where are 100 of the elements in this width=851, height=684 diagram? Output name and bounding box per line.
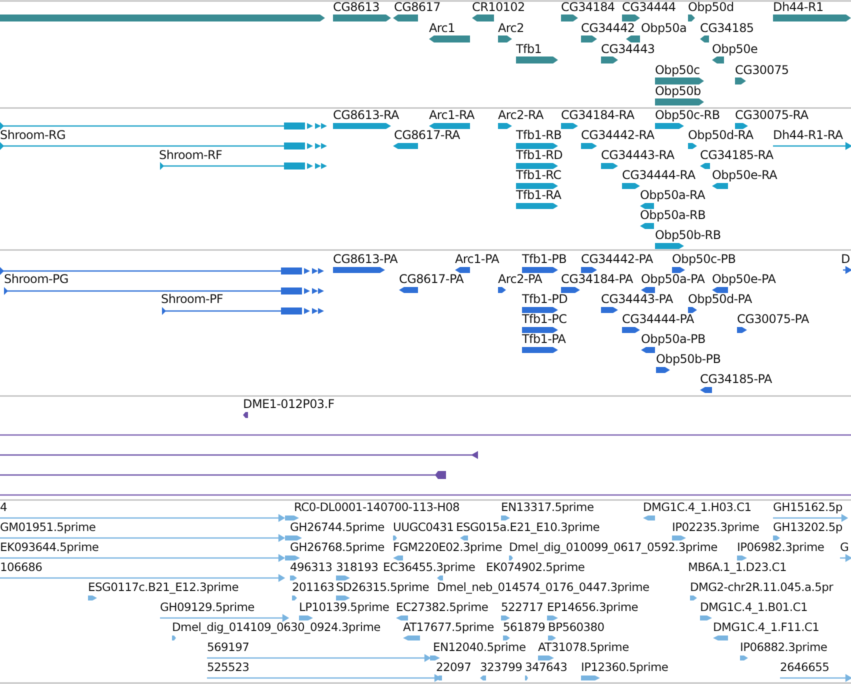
feature-label: Obp50d-RA [688,129,754,142]
feature-label: CG8617-RA [394,129,460,142]
feature-label: ESG015a.E21_E10.3prime [456,521,600,534]
feature-label: 522717 [501,601,544,614]
feature-label: GH09129.5prime [160,601,254,614]
feature-label: EN13317.5prime [501,501,594,514]
feature-label: Shroom-RG [0,129,66,142]
feature-label: GH15162.5p [773,501,842,514]
feature-label: EP14656.3prime [547,601,638,614]
feature-label: DMG1C.4_1.B01.C1 [700,601,808,614]
feature-label: Tfb1-RD [516,149,563,162]
feature-label: 106686 [0,561,42,574]
feature-label: CG8613 [333,1,380,14]
feature-label: CR10102 [472,1,525,14]
feature-label: Obp50b [655,85,701,98]
feature-label: CG30075 [735,64,789,77]
feature-label: CG34443 [601,43,655,56]
feature-label: CG34185-PA [700,373,772,386]
feature-label: RC0-DL0001-140700-113-H08 [294,501,460,514]
feature-label: CG34443-PA [601,293,673,306]
feature-label: D [841,253,850,266]
feature-label: Obp50a [641,22,687,35]
feature-label: CG34185 [700,22,754,35]
feature-label: Tfb1-PD [522,293,568,306]
feature-label: Dmel_neb_014574_0176_0447.3prime [437,581,650,594]
feature-label: Obp50a-RB [640,209,706,222]
feature-label: CG8617 [394,1,440,14]
feature-label: Shroom-RF [159,149,222,162]
feature-label: AT31078.5prime [538,641,629,654]
feature-label: CG8613-PA [333,253,398,266]
feature-label: 323799 [480,661,522,674]
feature-label: EK074902.5prime [486,561,585,574]
feature-label: Shroom-PG [4,273,68,286]
feature-label: EN12040.5prime [433,641,526,654]
feature-label: IP02235.3prime [672,521,760,534]
feature-label: DMG1C.4_1.F11.C1 [713,621,820,634]
feature-label: DME1-012P03.F [243,398,334,411]
feature-label: Dh44-R1-RA [773,129,843,142]
feature-label: IP06982.3prime [737,541,824,554]
feature-label: 22097 [436,661,472,674]
feature-label: Tfb1 [516,43,542,56]
feature-label: Obp50b-RB [655,229,721,242]
feature-label: AT17677.5prime [403,621,494,634]
feature-label: GM01951.5prime [0,521,96,534]
feature-label: MB6A.1_1.D23.C1 [688,561,786,574]
feature-label: 2646655 [780,661,830,674]
feature-label: CG34184 [561,1,615,14]
feature-label: CG30075-RA [735,109,808,122]
feature-label: 525523 [207,661,250,674]
feature-label: UUGC0431 [393,521,454,534]
feature-label: Obp50d-PA [688,293,752,306]
feature-label: DMG2-chr2R.11.045.a.5pr [690,581,834,594]
feature-label: 201163 [292,581,334,594]
feature-label: Obp50a-PA [641,273,705,286]
feature-label: 4 [0,501,8,514]
feature-label: 347643 [525,661,568,674]
feature-label: CG30075-PA [737,313,809,326]
feature-label: Dmel_dig_010099_0617_0592.3prime [509,541,718,554]
feature-label: CG34444 [622,1,676,14]
feature-label: CG34443-RA [601,149,674,162]
feature-label: Obp50a-PB [641,333,706,346]
feature-label: DMG1C.4_1.H03.C1 [643,501,752,514]
feature-label: Obp50e-RA [712,169,778,182]
feature-label: Obp50c-RB [655,109,720,122]
feature-label: Arc2 [498,22,524,35]
feature-label: 318193 [336,561,378,574]
feature-label: CG34442-PA [581,253,653,266]
feature-label: CG34442 [581,22,635,35]
feature-label: Tfb1-RC [516,169,562,182]
feature-label: Arc2-RA [498,109,544,122]
feature-label: SD26315.5prime [336,581,430,594]
feature-label: Obp50e [712,43,758,56]
feature-label: CG34184-PA [561,273,633,286]
feature-label: Dh44-R1 [773,1,824,14]
feature-label: BP560380 [548,621,604,634]
feature-label: GH13202.5p [773,521,842,534]
feature-label: Obp50b-PB [656,353,721,366]
feature-label: EC36455.3prime [383,561,476,574]
feature-label: IP06882.3prime [740,641,828,654]
feature-label: EK093644.5prime [0,541,99,554]
feature-label: LP10139.5prime [299,601,390,614]
feature-label: Tfb1-PB [522,253,567,266]
feature-label: GH26768.5prime [290,541,384,554]
feature-label: CG34442-RA [581,129,654,142]
feature-label: EC27382.5prime [396,601,488,614]
feature-label: 561879 [503,621,546,634]
feature-label: IP12360.5prime [581,661,668,674]
feature-label: Tfb1-PC [522,313,567,326]
feature-label: Arc1 [429,22,455,35]
feature-label: FGM220E02.3prime [393,541,502,554]
feature-label: CG8617-PA [399,273,464,286]
feature-label: Obp50c [655,64,700,77]
feature-label: Arc1-PA [455,253,500,266]
feature-label: Tfb1-RB [516,129,562,142]
feature-label: 496313 [290,561,332,574]
feature-label: Shroom-PF [161,293,224,306]
feature-label: GH26744.5prime [290,521,384,534]
feature-label: Tfb1-PA [522,333,566,346]
feature-label: CG8613-RA [333,109,399,122]
feature-label: CG34444-PA [622,313,694,326]
